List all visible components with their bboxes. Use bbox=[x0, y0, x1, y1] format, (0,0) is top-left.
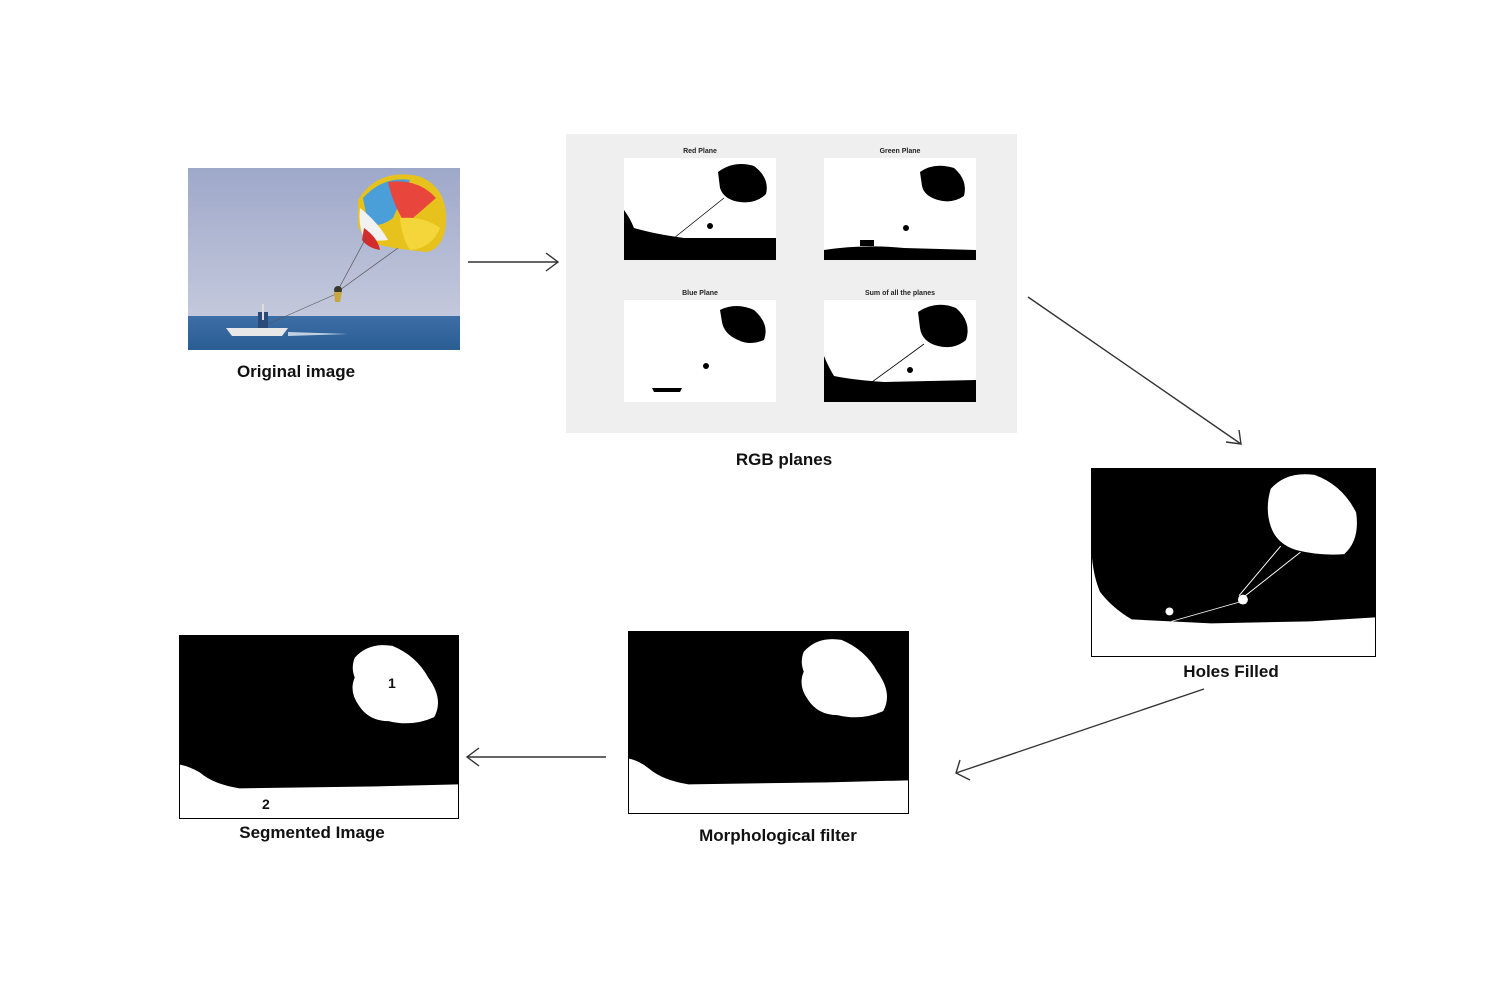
blue-plane-image bbox=[624, 300, 776, 402]
red-plane-title: Red Plane bbox=[683, 148, 717, 155]
blue-plane-title: Blue Plane bbox=[682, 290, 718, 297]
holes-filled-image bbox=[1091, 468, 1376, 657]
segmented-image: 1 2 bbox=[179, 635, 459, 819]
sum-planes-image bbox=[824, 300, 976, 402]
segmented-image-caption: Segmented Image bbox=[239, 823, 385, 842]
arrow-original-to-rgb bbox=[468, 252, 560, 272]
arrow-morph-to-segmented bbox=[465, 747, 606, 767]
region-label-2: 2 bbox=[262, 796, 270, 812]
rgb-planes-caption: RGB planes bbox=[735, 450, 833, 469]
arrow-holes-to-morph bbox=[955, 688, 1205, 781]
morphological-filter-image bbox=[628, 631, 909, 814]
sum-planes-title: Sum of all the planes bbox=[864, 290, 936, 297]
morphological-filter-caption: Morphological filter bbox=[699, 826, 857, 845]
arrow-rgb-to-holes bbox=[1027, 296, 1242, 445]
original-image-caption: Original image bbox=[236, 362, 356, 381]
red-plane-image bbox=[624, 158, 776, 260]
original-image bbox=[188, 168, 460, 350]
green-plane-image bbox=[824, 158, 976, 260]
holes-filled-caption: Holes Filled bbox=[1183, 662, 1279, 681]
green-plane-title: Green Plane bbox=[879, 148, 921, 155]
region-label-1: 1 bbox=[388, 675, 396, 691]
rgb-planes-figure: Red Plane Green Plane Blue Plane Sum of … bbox=[566, 134, 1017, 433]
